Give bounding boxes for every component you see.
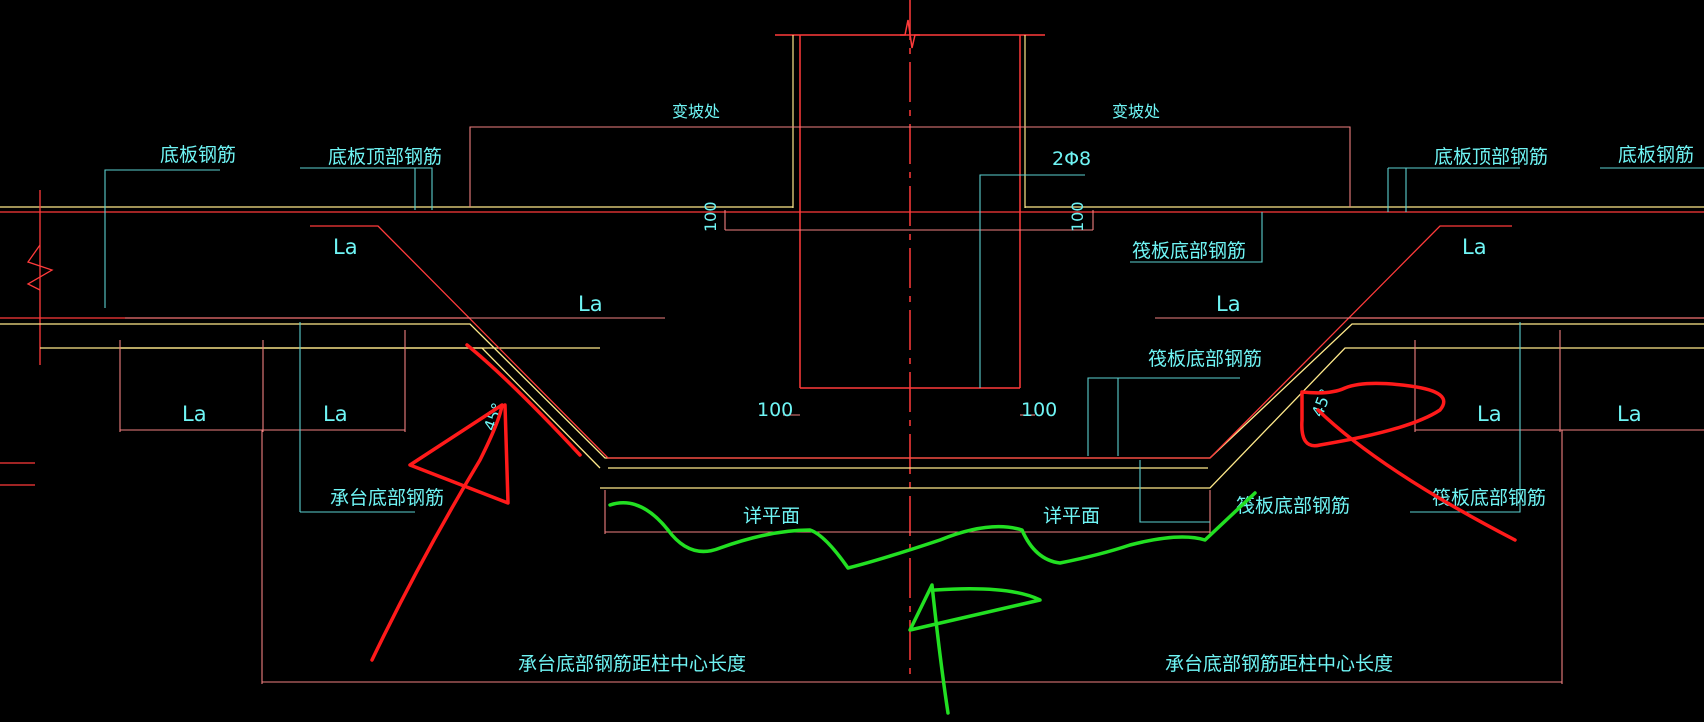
label-slab-rebar-left: 底板钢筋 (160, 144, 236, 166)
leader-lines (104, 167, 1704, 523)
red-markup-annotations (370, 343, 1517, 662)
label-la-7: La (1477, 402, 1502, 426)
cap-bottom-rebar (0, 323, 1704, 489)
label-dim-100-right: 100 (1021, 399, 1057, 421)
label-detail-right: 详平面 (1043, 505, 1100, 527)
label-dim-100-vert-left: 100 (701, 201, 720, 232)
label-cap-bottom-rebar: 承台底部钢筋 (330, 487, 444, 509)
label-la-2: La (578, 292, 603, 316)
label-stirrup: 2Φ8 (1052, 148, 1091, 170)
label-la-3: La (182, 402, 207, 426)
label-la-6: La (1216, 292, 1241, 316)
cap-outline (310, 225, 1512, 459)
label-raft-bottom-rebar-2: 筏板底部钢筋 (1148, 348, 1262, 370)
slab-top-outline (0, 190, 1704, 486)
centerline (900, 0, 920, 680)
dimension-lines (119, 126, 1704, 684)
label-dim-100-vert-right: 100 (1068, 201, 1087, 232)
label-detail-left: 详平面 (743, 505, 800, 527)
label-slab-top-rebar-left: 底板顶部钢筋 (328, 146, 442, 168)
green-markup-annotations (608, 491, 1257, 715)
label-cap-length-left: 承台底部钢筋距柱中心长度 (518, 653, 746, 675)
label-raft-bottom-rebar-1: 筏板底部钢筋 (1132, 240, 1246, 262)
label-la-4: La (323, 402, 348, 426)
label-la-1: La (333, 235, 358, 259)
label-la-8: La (1617, 402, 1642, 426)
label-la-5: La (1462, 235, 1487, 259)
label-slab-top-rebar-right: 底板顶部钢筋 (1434, 146, 1548, 168)
label-raft-bottom-rebar-3: 筏板底部钢筋 (1236, 495, 1350, 517)
label-change-left: 变坡处 (672, 102, 720, 121)
label-dim-100-left: 100 (757, 399, 793, 421)
label-cap-length-right: 承台底部钢筋距柱中心长度 (1165, 653, 1393, 675)
label-change-right: 变坡处 (1112, 102, 1160, 121)
label-raft-bottom-rebar-4: 筏板底部钢筋 (1432, 487, 1546, 509)
label-slab-rebar-right: 底板钢筋 (1618, 144, 1694, 166)
